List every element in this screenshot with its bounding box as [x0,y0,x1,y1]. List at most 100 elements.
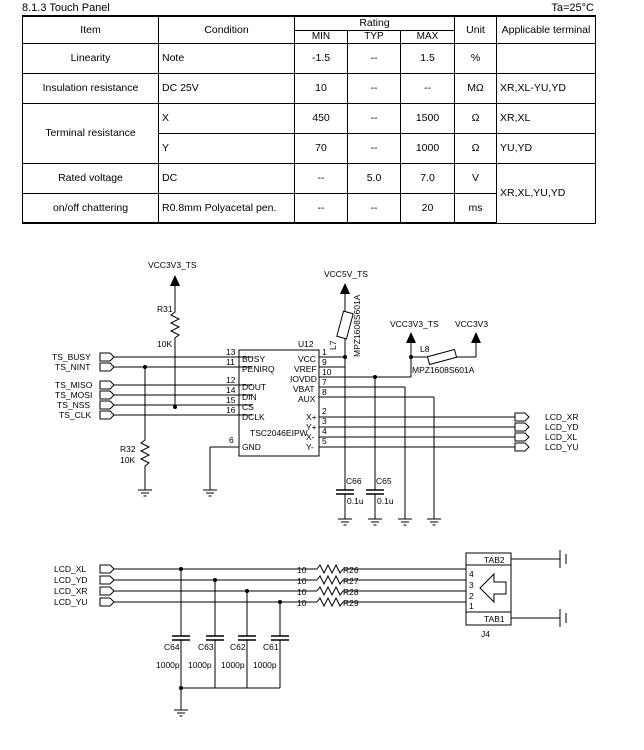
c63-value: 1000p [188,660,212,670]
touch-panel-spec-table: Item Condition Rating Unit Applicable te… [22,15,596,224]
power-arrow-icon [406,332,416,343]
col-unit: Unit [454,15,497,44]
c61-value: 1000p [253,660,277,670]
pin-num: 6 [229,435,234,445]
ground-icon [397,518,413,526]
port-ts-clk: TS_CLK [59,410,91,420]
cell-typ: -- [347,192,401,224]
r32-ref: R32 [120,444,136,454]
c61-ref: C61 [263,642,279,652]
cell-unit: ms [454,192,497,224]
ic-part: TSC2046EIPW [250,428,308,438]
net-vcc3v3-ts-right: VCC3V3_TS [390,319,439,329]
port-lcd-xl: LCD_XL [545,432,577,442]
j4-pin: 3 [469,580,474,590]
table-row: on/off chattering R0.8mm Polyacetal pen.… [22,192,596,224]
pin-name: AUX [298,394,316,404]
l7-value: MPZ1608S601A [352,294,362,357]
l8-ref: L8 [420,344,430,354]
r32-value: 10K [120,455,135,465]
pin-name: VREF [294,364,317,374]
connector-arrow-icon [479,572,507,604]
cell-typ: 5.0 [347,162,401,194]
r29-ref: R29 [343,598,359,608]
pin-num: 8 [322,387,327,397]
pin-num: 3 [322,416,327,426]
pin-num: 16 [226,405,236,415]
port-lcd-yu: LCD_YU [545,442,579,452]
table-row: Rated voltage DC -- 5.0 7.0 V XR,XL,YU,Y… [22,162,596,224]
resistor-r28 [316,585,344,597]
cell-max: 1000 [400,132,455,164]
cell-min: -- [294,192,348,224]
ic-ref: U12 [298,339,314,349]
col-terminal: Applicable terminal [496,15,596,44]
pin-num: 1 [322,347,327,357]
j4-tab2: TAB2 [484,555,505,565]
j4-pin: 1 [469,601,474,611]
c64-ref: C64 [164,642,180,652]
cell-max: -- [400,72,455,104]
c66-value: 0.1u [347,496,364,506]
port-lcd-yd: LCD_YD [545,422,579,432]
temperature-condition: Ta=25°C [551,2,594,14]
cell-condition: R0.8mm Polyacetal pen. [158,192,295,224]
cell-min: 10 [294,72,348,104]
ground-icon [202,489,218,497]
table-row: Y 70 -- 1000 Ω YU,YD [23,132,596,164]
port-lcd-yu-2: LCD_YU [54,597,88,607]
c62-ref: C62 [230,642,246,652]
pin-name: BUSY [242,354,265,364]
cell-item: Insulation resistance [22,72,159,104]
pin-name: X- [306,432,315,442]
c62-value: 1000p [221,660,245,670]
cell-max: 7.0 [400,162,455,194]
r31-ref: R31 [157,304,173,314]
ic-u12 [238,349,320,457]
cell-typ: -- [347,132,401,164]
pin-num: 4 [322,426,327,436]
l7-ref: L7 [328,340,338,350]
c63-ref: C63 [198,642,214,652]
pin-num: 10 [322,367,332,377]
cell-terminal: XR,XL,YU,YD [496,162,596,224]
net-vcc3v3-ts-left: VCC3V3_TS [148,260,197,270]
resistor-r32 [139,436,151,470]
r29-value: 10 [297,598,307,608]
cell-max: 1500 [400,102,455,134]
j4-pin: 4 [469,569,474,579]
pin-name: Y+ [306,422,317,432]
resistor-r27 [316,574,344,586]
pin-num: 9 [322,357,327,367]
cell-max: 20 [400,192,455,224]
port-ts-busy: TS_BUSY [52,352,91,362]
j4-pin: 2 [469,591,474,601]
resistor-r29 [316,596,344,608]
cell-terminal: YU,YD [496,132,596,164]
port-ts-mosi: TS_MOSI [55,390,92,400]
resistor-r31 [169,308,181,341]
r28-value: 10 [297,587,307,597]
pin-num: 12 [226,375,236,385]
port-ts-nss: TS_NSS [57,400,90,410]
table-row: Terminal resistance X 450 -- 1500 Ω XR,X… [22,102,596,164]
port-lcd-xr-2: LCD_XR [54,586,88,596]
cell-terminal [496,42,596,74]
r31-value: 10K [157,339,172,349]
pin-name: IOVDD [290,374,317,384]
r27-ref: R27 [343,576,359,586]
l8-value: MPZ1608S601A [412,365,475,375]
pin-num: 5 [322,436,327,446]
port-lcd-xl-2: LCD_XL [54,564,86,574]
c65-ref: C65 [376,476,392,486]
cell-typ: -- [347,72,401,104]
pin-name: X+ [306,412,317,422]
ground-icon [137,489,153,497]
j4-ref: J4 [481,629,490,639]
table-row: Insulation resistance DC 25V 10 -- -- MΩ… [22,72,596,104]
pin-name: VCC [298,354,316,364]
ground-icon [173,709,189,717]
pin-name: DCLK [242,412,265,422]
cell-terminal: XR,XL [496,102,596,134]
